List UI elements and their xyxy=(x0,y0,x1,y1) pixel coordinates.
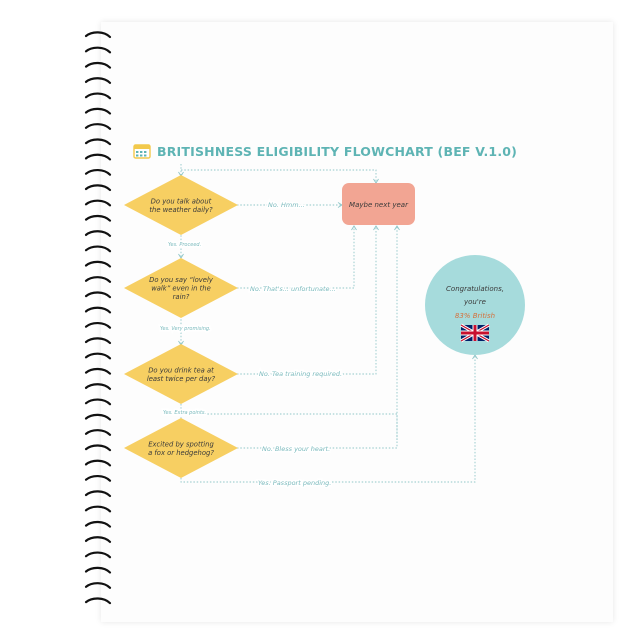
spiral-coil xyxy=(84,321,112,329)
connector-no-4 xyxy=(237,226,398,449)
spiral-coil xyxy=(84,291,112,299)
question-3-line-2: least twice per day? xyxy=(147,375,216,383)
spiral-coil xyxy=(84,597,112,605)
title-row: BRITISHNESS ELIGIBILITY FLOWCHART (BEF V… xyxy=(133,140,517,162)
spiral-coil xyxy=(84,184,112,192)
spiral-coil xyxy=(84,520,112,528)
no-label-1: No. Hmm... xyxy=(268,201,305,209)
spiral-coil xyxy=(84,582,112,589)
spiral-coil xyxy=(84,337,112,345)
spiral-coil xyxy=(84,536,112,543)
spiral-coil xyxy=(84,31,112,39)
question-3-line-1: Do you drink tea at xyxy=(148,366,214,374)
maybe-box xyxy=(342,183,415,225)
question-diamond-1 xyxy=(124,175,238,235)
spiral-coil xyxy=(84,459,112,467)
yes-label-2: Yes. Very promising. xyxy=(160,326,211,332)
connector-no-2 xyxy=(237,226,355,289)
spiral-binding xyxy=(84,31,112,605)
result-percent: 83% British xyxy=(455,312,495,320)
question-2-line-3: rain? xyxy=(173,293,190,301)
spiral-coil xyxy=(84,153,112,161)
spiral-coil xyxy=(84,61,112,69)
spiral-coil xyxy=(84,276,112,283)
result-circle xyxy=(425,255,525,355)
spiral-coil xyxy=(84,92,112,100)
no-label-2: No. That's... unfortunate... xyxy=(250,285,336,293)
spiral-coil xyxy=(84,413,112,421)
arrowhead xyxy=(373,225,379,231)
spiral-coil xyxy=(84,306,112,314)
spiral-coil xyxy=(84,551,112,559)
notebook-page xyxy=(101,22,613,622)
yes-label-1: Yes. Proceed. xyxy=(168,242,201,248)
arrowhead xyxy=(351,225,357,231)
spiral-coil xyxy=(84,46,112,54)
question-diamond-3 xyxy=(124,344,238,404)
spiral-coil xyxy=(84,398,112,406)
result-line2: you're xyxy=(463,298,486,306)
arrowhead xyxy=(394,225,400,231)
question-4-line-1: Excited by spotting xyxy=(148,440,214,448)
yes-label-3: Yes. Extra points. xyxy=(163,410,206,416)
spiral-coil xyxy=(84,429,112,436)
no-label-4: No. Bless your heart. xyxy=(262,445,330,453)
spiral-coil xyxy=(84,77,112,84)
connector-top-loop xyxy=(181,169,377,183)
spiral-coil xyxy=(84,107,112,115)
spiral-coil xyxy=(84,490,112,498)
spiral-coil xyxy=(84,505,112,513)
spiral-coil xyxy=(84,230,112,237)
calendar-icon xyxy=(133,144,151,159)
spiral-coil xyxy=(84,474,112,482)
question-2-line-2: walk” even in the xyxy=(151,285,211,293)
spiral-coil xyxy=(84,566,112,574)
question-4-line-2: a fox or hedgehog? xyxy=(148,449,214,457)
connector-q3-side xyxy=(181,413,398,440)
spiral-coil xyxy=(84,367,112,375)
final-yes-label: Yes. Passport pending. xyxy=(258,479,331,487)
question-1-line-2: the weather daily? xyxy=(149,206,213,214)
spiral-coil xyxy=(84,214,112,222)
spiral-coil xyxy=(84,168,112,176)
spiral-coil xyxy=(84,352,112,360)
question-diamond-2 xyxy=(124,258,238,318)
question-1-line-1: Do you talk about xyxy=(151,197,212,205)
connector-no-3 xyxy=(237,226,377,375)
no-label-3: No. Tea training required. xyxy=(259,370,342,378)
spiral-coil xyxy=(84,260,112,268)
spiral-coil xyxy=(84,123,112,130)
question-2-line-1: Do you say “lovely xyxy=(149,276,214,284)
uk-flag-icon xyxy=(460,323,490,343)
spiral-coil xyxy=(84,245,112,253)
question-diamond-4 xyxy=(124,418,238,478)
spiral-coil xyxy=(84,199,112,207)
maybe-label: Maybe next year xyxy=(349,201,409,209)
spiral-coil xyxy=(84,138,112,146)
page-title: BRITISHNESS ELIGIBILITY FLOWCHART (BEF V… xyxy=(157,143,518,159)
result-line1: Congratulations, xyxy=(446,285,504,293)
spiral-coil xyxy=(84,444,112,452)
spiral-coil xyxy=(84,383,112,390)
